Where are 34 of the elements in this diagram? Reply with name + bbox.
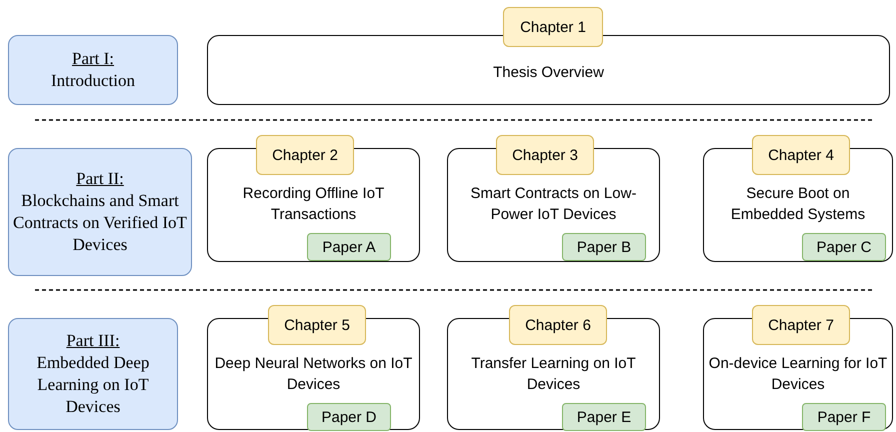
chapter-tab: Chapter 4 [752, 135, 850, 175]
chapter-tab: Chapter 7 [752, 305, 850, 345]
part-heading: Part II: [76, 168, 124, 190]
paper-tag: Paper D [307, 403, 391, 431]
chapter-box [207, 318, 420, 430]
chapter-tab: Chapter 2 [256, 135, 354, 175]
chapter-tab: Chapter 6 [509, 305, 607, 345]
part-box [8, 148, 192, 276]
part-box [8, 35, 178, 105]
part-heading: Part III: [66, 330, 120, 352]
chapter-title: Thesis Overview [492, 63, 605, 83]
paper-tag: Paper C [802, 233, 886, 261]
chapter-box [207, 148, 420, 262]
chapter-title: Smart Contracts on Low-Power IoT Devices [470, 184, 638, 225]
chapter-box [447, 318, 660, 430]
part-box [8, 318, 178, 430]
chapter-title: Transfer Learning on IoT Devices [470, 354, 637, 395]
part-title: Blockchains and Smart Contracts on Verified IoT Devices [13, 190, 187, 256]
part-heading: Part I: [72, 48, 114, 70]
paper-tag: Paper B [562, 233, 646, 261]
chapter-tab: Chapter 5 [268, 305, 366, 345]
paper-tag: Paper E [562, 403, 646, 431]
chapter-title: Secure Boot on Embedded Systems [730, 184, 866, 225]
chapter-title: Recording Offline IoT Transactions [242, 184, 386, 225]
part-title: Introduction [50, 70, 136, 92]
paper-tag: Paper A [307, 233, 391, 261]
chapter-title: Deep Neural Networks on IoT Devices [214, 354, 414, 395]
chapter-tab: Chapter 3 [496, 135, 594, 175]
chapter-box [447, 148, 660, 262]
chapter-tab: Chapter 1 [503, 7, 603, 47]
chapter-box [207, 35, 890, 105]
paper-tag: Paper F [802, 403, 886, 431]
chapter-title: On-device Learning for IoT Devices [708, 354, 888, 395]
part-title: Embedded Deep Learning on IoT Devices [36, 352, 150, 418]
